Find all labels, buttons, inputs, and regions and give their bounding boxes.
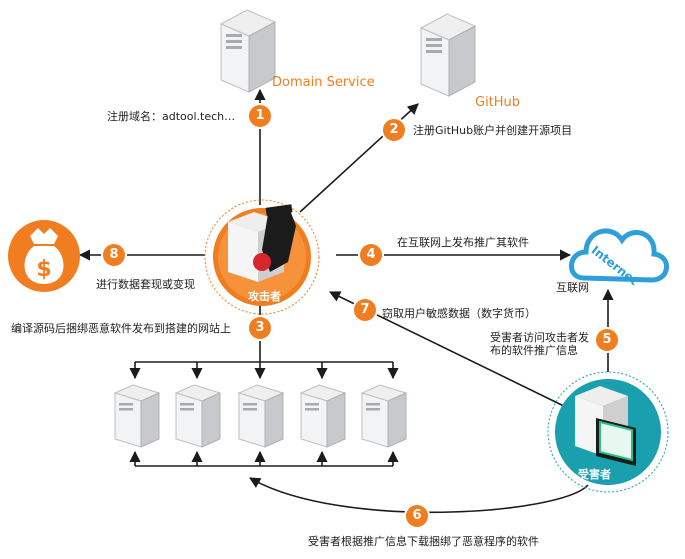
domain-server-icon <box>219 9 277 93</box>
victim-label: 受害者 <box>578 468 611 481</box>
step-badge-3: 3 <box>249 317 271 339</box>
server-icon <box>237 384 285 448</box>
step-badge-6: 6 <box>406 505 428 527</box>
server-icon <box>113 384 161 448</box>
step-1-label: 注册域名：adtool.tech… <box>107 110 236 123</box>
step-8-label: 进行数据套现或变现 <box>96 278 195 291</box>
svg-text:$: $ <box>36 257 51 282</box>
line-download <box>249 477 589 514</box>
server-icon <box>299 384 347 448</box>
connectors <box>78 88 614 514</box>
step-badge-8: 8 <box>103 244 125 266</box>
server-icon <box>174 384 222 448</box>
hacker-figure-icon <box>262 204 296 272</box>
attacker-node <box>204 199 320 315</box>
step-3-label: 编译源码后捆绑恶意软件发布到搭建的网站上 <box>11 322 231 335</box>
step-7-label: 窃取用户敏感数据（数字货币） <box>382 307 536 320</box>
apple-icon <box>253 253 271 271</box>
github-server-icon <box>419 13 477 97</box>
step-4-label: 在互联网上发布推广其软件 <box>397 236 529 249</box>
internet-label: 互联网 <box>556 281 589 294</box>
money-bag-icon: $ <box>8 220 80 292</box>
step-6-label: 受害者根据推广信息下载捆绑了恶意程序的软件 <box>308 535 539 548</box>
monitor-icon <box>596 418 636 466</box>
server-row <box>113 384 408 448</box>
internet-cloud-icon: Internet <box>569 228 669 288</box>
github-label: GitHub <box>475 95 521 110</box>
victim-node <box>547 371 669 493</box>
attacker-label: 攻击者 <box>248 290 281 303</box>
step-badge-7: 7 <box>354 299 376 321</box>
domain-service-label: Domain Service <box>272 75 375 90</box>
step-badge-1: 1 <box>249 105 271 127</box>
step-badge-5: 5 <box>596 329 618 351</box>
server-icon <box>360 384 408 448</box>
step-badge-2: 2 <box>383 119 405 141</box>
step-badge-4: 4 <box>360 244 382 266</box>
step-5-label: 受害者访问攻击者发布的软件推广信息 <box>490 331 589 357</box>
step-2-label: 注册GitHub账户并创建开源项目 <box>413 124 573 137</box>
